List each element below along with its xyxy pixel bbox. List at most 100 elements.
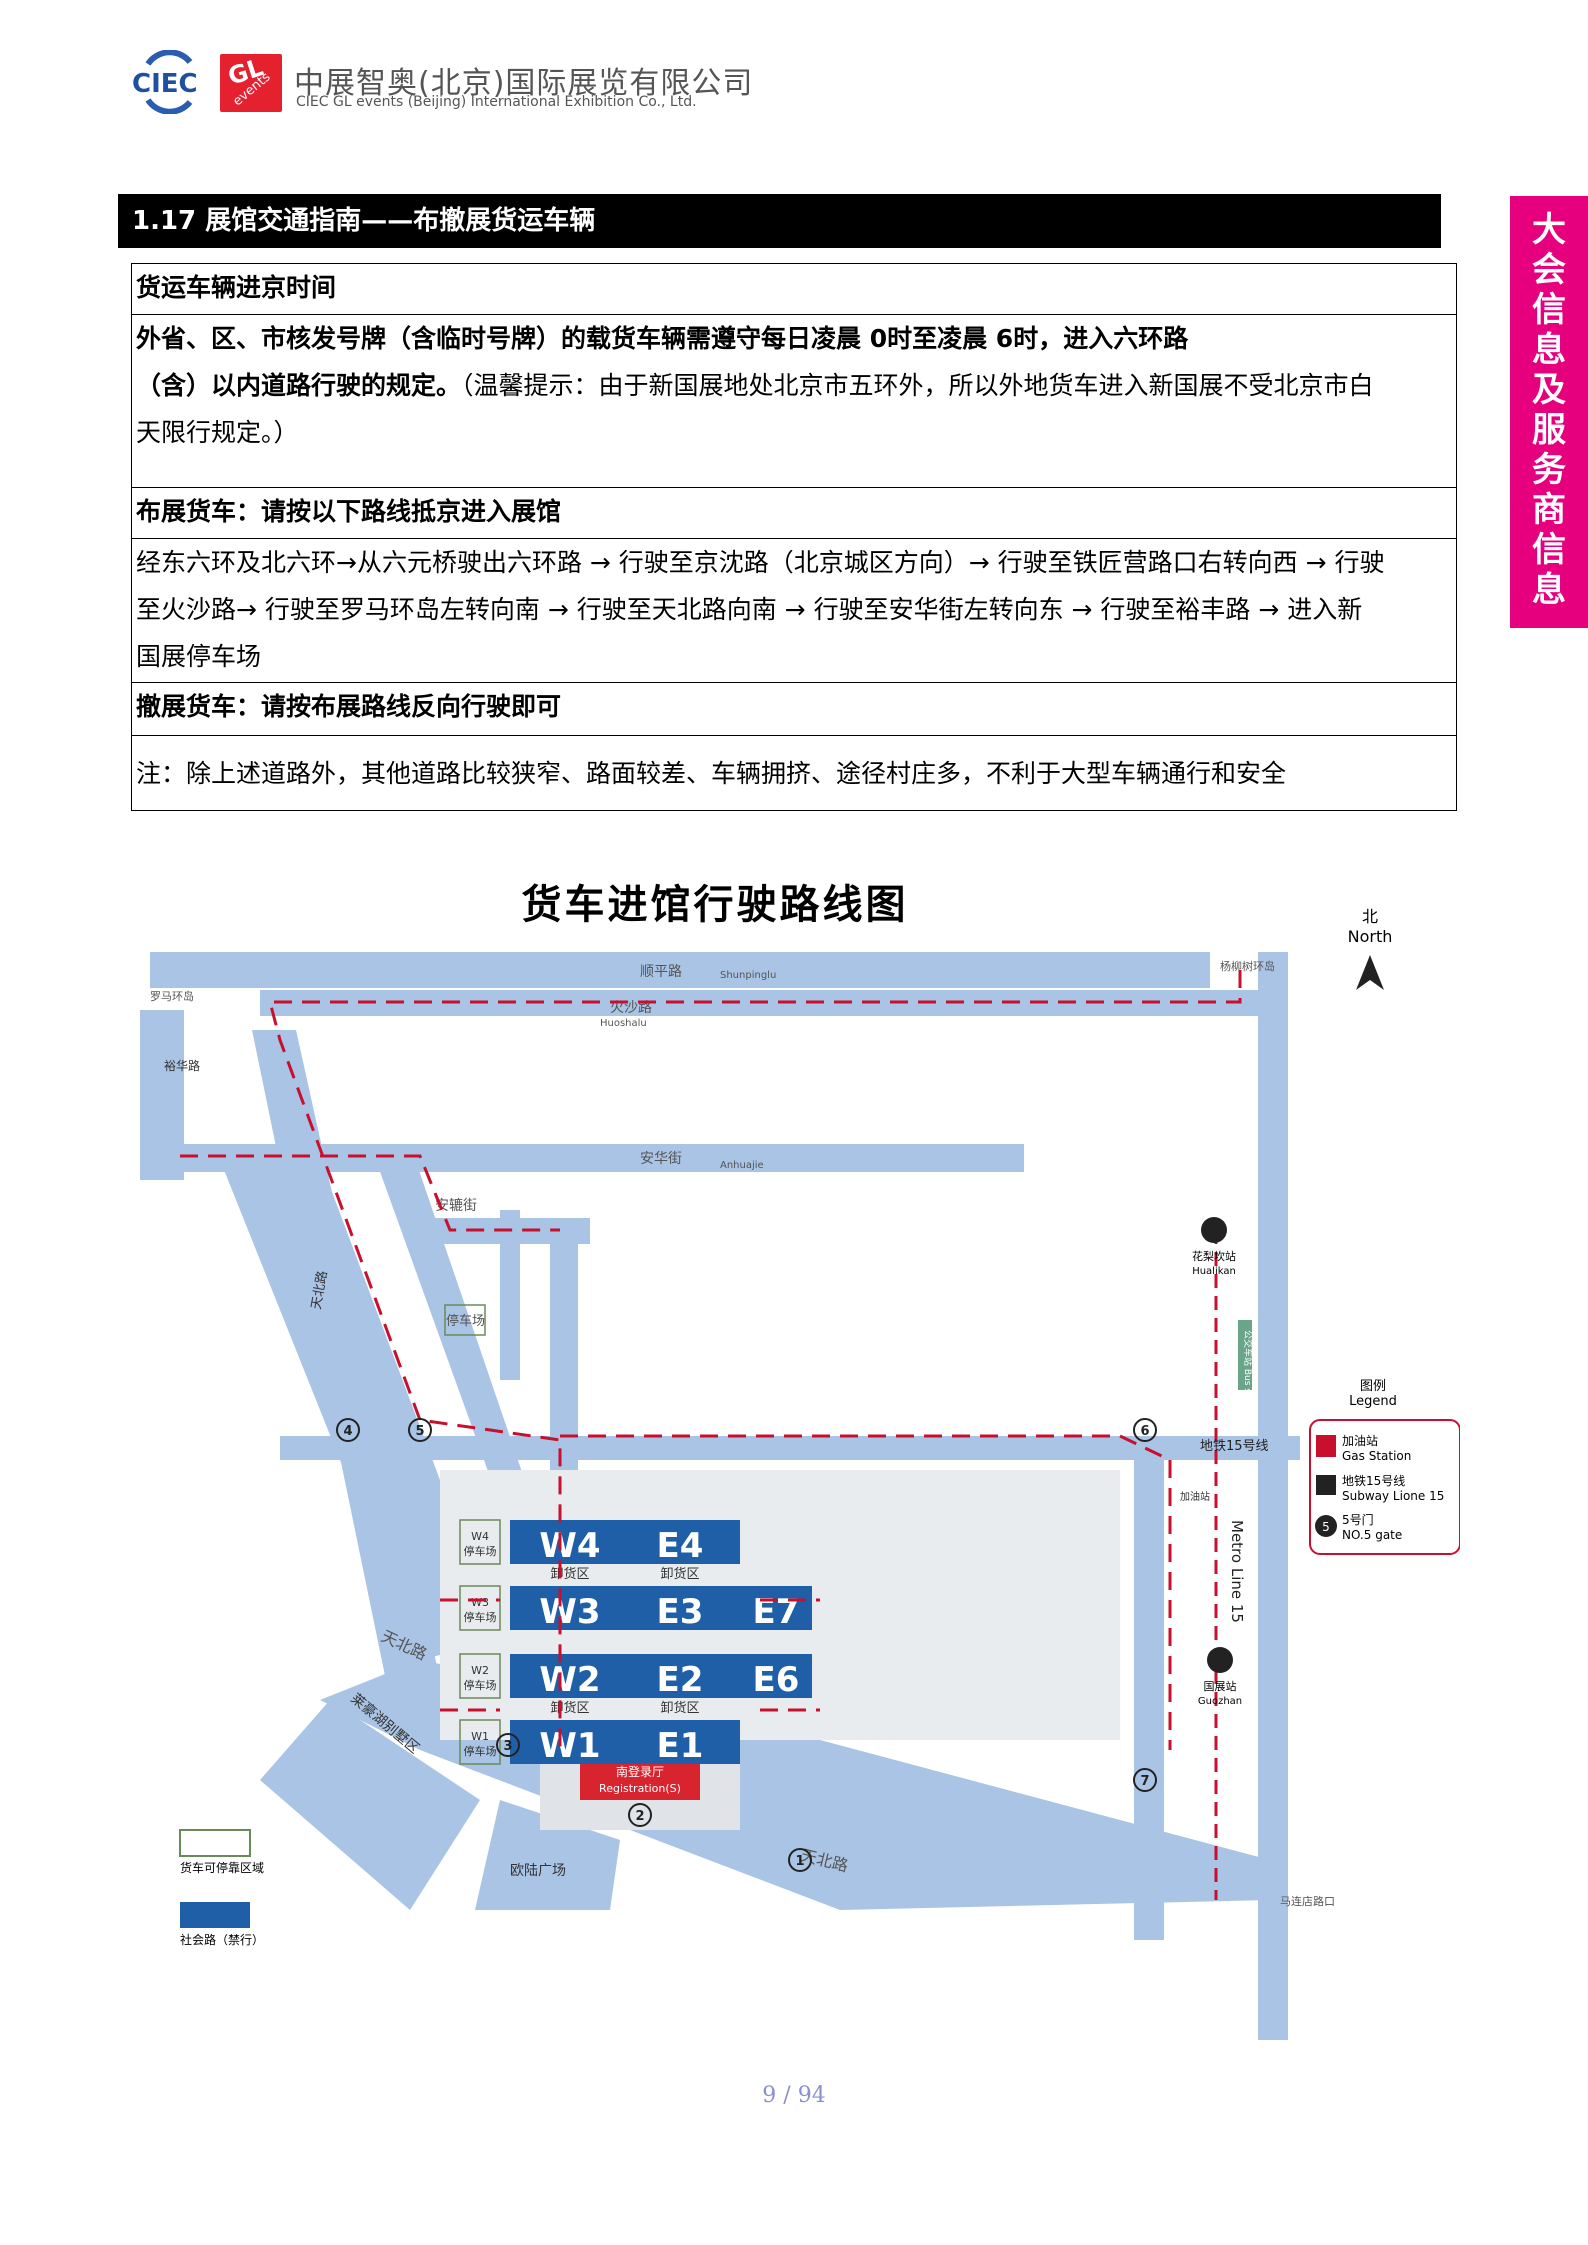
gate-7: 7	[1140, 1774, 1149, 1789]
legend-gate-cn: 5号门	[1342, 1512, 1374, 1527]
rule-bold-part: （含）以内道路行驶的规定。	[136, 371, 462, 400]
table-row: 货运车辆进京时间	[131, 263, 1457, 315]
hall-label-e2: E2	[657, 1660, 704, 1700]
lot-w3	[459, 1585, 501, 1631]
legend-public-road: 社会路（禁行）	[180, 1932, 264, 1947]
gate-legend-icon	[1315, 1515, 1337, 1537]
registration-cn: 南登录厅	[616, 1764, 664, 1779]
legend-title-cn: 图例	[1360, 1379, 1386, 1394]
freight-info-table: 货运车辆进京时间 外省、区、市核发号牌（含临时号牌）的载货车辆需遵守每日凌晨 0…	[131, 263, 1457, 811]
legend-gate-num: 5	[1322, 1520, 1330, 1534]
setup-route-text: 经东六环及北六环→从六元桥驶出六环路 → 行驶至京沈路（北京城区方向）→ 行驶至…	[131, 538, 1457, 683]
subway-icon	[1316, 1475, 1336, 1495]
gate-7-icon	[1133, 1768, 1157, 1792]
lot-label-w4: W4	[471, 1530, 489, 1543]
parking-label: 停车场	[446, 1313, 485, 1329]
lakeside-area	[260, 1700, 480, 1910]
road-label-huoshalu: 火沙路	[610, 1000, 652, 1016]
gl-events-logo: GL events	[220, 53, 282, 112]
side-tab-char: 大	[1532, 210, 1566, 250]
hall-label-e7: E7	[753, 1592, 800, 1632]
station-guozhan-en: Guozhan	[1198, 1696, 1242, 1707]
table-row: 撤展货车：请按布展路线反向行驶即可	[131, 682, 1457, 736]
side-section-tab: 大 会 信 息 及 服 务 商 信 息	[1510, 196, 1588, 628]
plaza-label: 欧陆广场	[510, 1863, 566, 1879]
lot-label-w3: W3	[471, 1596, 489, 1609]
road-label-yuhua: 裕华路	[164, 1058, 200, 1073]
table-row: 注：除上述道路外，其他道路比较狭窄、路面较差、车辆拥挤、途径村庄多，不利于大型车…	[131, 735, 1457, 811]
registration-en: Registration(S)	[599, 1782, 681, 1795]
hall-label-e3: E3	[657, 1592, 704, 1632]
lot-suffix-w3: 停车场	[464, 1610, 497, 1624]
truck-route	[180, 970, 1242, 1750]
side-tab-char: 信	[1532, 290, 1566, 330]
hall-label-e6: E6	[753, 1660, 800, 1700]
rule-line-3: 天限行规定。）	[136, 418, 299, 447]
hall-label-w2: W2	[539, 1660, 600, 1700]
lot-w2	[459, 1653, 501, 1699]
anhui-lane	[500, 1210, 520, 1380]
side-tab-char: 及	[1532, 370, 1566, 410]
legend-subway-en: Subway Lione 15	[1342, 1489, 1444, 1503]
gate-4-icon	[336, 1418, 360, 1442]
tianbei-diagonal	[220, 1160, 500, 1660]
shunpinglu-road	[150, 952, 1210, 988]
hall-e6	[740, 1654, 812, 1698]
lot-parking	[444, 1304, 486, 1336]
metro-icon	[1201, 1217, 1227, 1243]
gate-6: 6	[1140, 1424, 1149, 1439]
hall-w3	[510, 1586, 630, 1630]
legend-gas-en: Gas Station	[1342, 1449, 1411, 1463]
lot-suffix-w1: 停车场	[464, 1744, 497, 1758]
section-title: 1.17 展馆交通指南——布撤展货运车辆	[118, 194, 1441, 248]
legend-truck-zone-swatch	[179, 1829, 251, 1857]
truck-route-map: 天北路 裕华路 南登录厅 Registration(S) W4 W3 W2 W1…	[140, 907, 1460, 2040]
route-line-2: 至火沙路→ 行驶至罗马环岛左转向南 → 行驶至天北路向南 → 行驶至安华街左转向…	[136, 595, 1363, 624]
gate-2-icon	[628, 1803, 652, 1827]
gate-4: 4	[343, 1424, 352, 1439]
hall-label-e4: E4	[657, 1526, 704, 1566]
rule-line-1: 外省、区、市核发号牌（含临时号牌）的载货车辆需遵守每日凌晨 0时至凌晨 6时，进…	[136, 324, 1189, 353]
side-tab-char: 商	[1532, 490, 1566, 530]
hall-e2	[620, 1654, 740, 1698]
dismantle-route: 撤展货车：请按布展路线反向行驶即可	[131, 682, 1457, 736]
lot-w1	[459, 1719, 501, 1765]
page-number: 9 / 94	[762, 2083, 826, 2108]
side-tab-char: 务	[1532, 450, 1566, 490]
entry-time-rule: 外省、区、市核发号牌（含临时号牌）的载货车辆需遵守每日凌晨 0时至凌晨 6时，进…	[131, 314, 1457, 488]
gate-5-icon	[408, 1418, 432, 1442]
metro-line-cn: 地铁15号线	[1200, 1439, 1269, 1454]
unload-label-e2: 卸货区	[660, 1700, 699, 1716]
road-label-huoshalu-en: Huoshalu	[600, 1018, 647, 1029]
company-name-en: CIEC GL events (Beijing) International E…	[296, 94, 697, 110]
roundabout-yangliu-label: 杨柳树环岛	[1220, 959, 1275, 973]
north-arrow-icon	[1356, 955, 1384, 990]
map-title: 货车进馆行驶路线图	[521, 882, 909, 928]
anhuajie-road	[144, 1144, 1024, 1172]
ciec-logo-text: CIEC	[132, 69, 198, 99]
hall-label-w4: W4	[539, 1526, 600, 1566]
table-row: 布展货车：请按以下路线抵京进入展馆	[131, 487, 1457, 539]
road-label-anhuijie: 安辘街	[435, 1198, 477, 1214]
road-label-anhuajie-en: Anhuajie	[720, 1160, 764, 1171]
legend-gas-cn: 加油站	[1342, 1434, 1378, 1448]
gate-1: 1	[795, 1854, 804, 1869]
junction-label: 马连店路口	[1280, 1894, 1335, 1908]
hall-label-w3: W3	[539, 1592, 600, 1632]
hall-e1	[620, 1720, 740, 1764]
legend-title-en: Legend	[1349, 1394, 1397, 1409]
station-hualikan-cn: 花梨坎站	[1192, 1249, 1236, 1263]
side-tab-char: 息	[1532, 570, 1566, 610]
hall-w2	[510, 1654, 630, 1698]
road-label-tianbei-a: 天北路	[308, 1269, 331, 1310]
route-line-3: 国展停车场	[136, 642, 262, 671]
company-name-cn: 中展智奥(北京)国际展览有限公司	[294, 66, 754, 101]
gate-1-icon	[788, 1848, 812, 1872]
ciec-logo: CIEC	[132, 50, 198, 114]
setup-route-header: 布展货车：请按以下路线抵京进入展馆	[131, 487, 1457, 539]
legend-box	[1309, 1419, 1460, 1555]
side-tab-char: 息	[1532, 330, 1566, 370]
gas-station-icon	[1316, 1435, 1336, 1457]
lot-suffix-w2: 停车场	[464, 1678, 497, 1692]
side-tab-char: 信	[1532, 530, 1566, 570]
